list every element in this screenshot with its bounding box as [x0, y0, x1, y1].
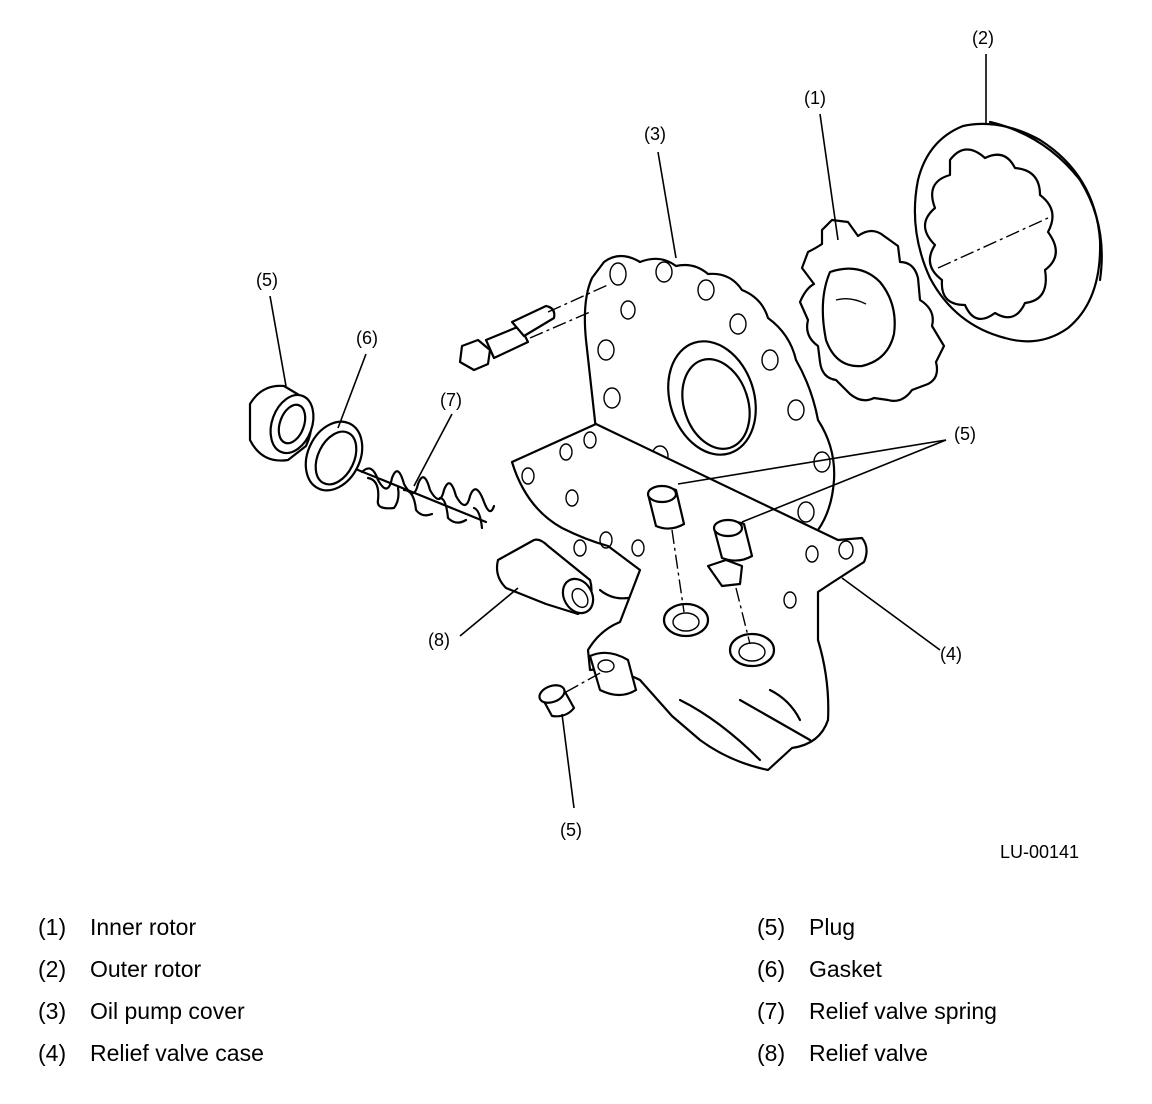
callout-2: (2) [972, 28, 994, 48]
legend-item: (3) Oil pump cover [38, 990, 638, 1032]
legend-item: (5) Plug [757, 906, 1137, 948]
legend-left: (1) Inner rotor (2) Outer rotor (3) Oil … [38, 906, 638, 1074]
legend-item: (6) Gasket [757, 948, 1137, 990]
gasket [304, 420, 364, 492]
legend-number: (5) [757, 914, 786, 940]
callout-5-top-left: (5) [256, 270, 278, 290]
legend-label: Gasket [809, 956, 882, 982]
legend-number: (8) [757, 1040, 786, 1066]
callout-1: (1) [804, 88, 826, 108]
legend-label: Relief valve spring [809, 998, 997, 1024]
relief-valve [495, 538, 595, 616]
plug-top-left [248, 384, 315, 462]
callout-5-right: (5) [954, 424, 976, 444]
legend-number: (2) [38, 956, 67, 982]
relief-valve-case [510, 422, 868, 772]
legend-item: (1) Inner rotor [38, 906, 638, 948]
legend-number: (7) [757, 998, 786, 1024]
callout-3: (3) [644, 124, 666, 144]
plug-bottom [538, 671, 603, 718]
legend-label: Outer rotor [90, 956, 202, 982]
relief-valve-spring [356, 467, 496, 530]
exploded-view-diagram: (2) (1) (3) (5) (6) (7) (5) (8) (4) (5) … [248, 28, 1103, 862]
legend-item: (8) Relief valve [757, 1032, 1137, 1074]
legend-item: (7) Relief valve spring [757, 990, 1137, 1032]
legend-number: (6) [757, 956, 786, 982]
legend-label: Plug [809, 914, 856, 940]
callout-7: (7) [440, 390, 462, 410]
legend-right: (5) Plug (6) Gasket (7) Relief valve spr… [757, 906, 1137, 1074]
outer-rotor [913, 120, 1103, 343]
oil-pump-cover [583, 254, 836, 543]
figure-code: LU-00141 [1000, 842, 1079, 862]
callout-6: (6) [356, 328, 378, 348]
legend-item: (2) Outer rotor [38, 948, 638, 990]
legend-number: (1) [38, 914, 67, 940]
legend-number: (3) [38, 998, 67, 1024]
plug-upper-left [646, 484, 686, 613]
callout-5-bottom: (5) [560, 820, 582, 840]
inner-rotor [798, 218, 946, 402]
legend-label: Inner rotor [90, 914, 197, 940]
callout-4: (4) [940, 644, 962, 664]
legend-label: Oil pump cover [90, 998, 245, 1024]
plug-upper-right [706, 518, 754, 645]
legend-label: Relief valve [809, 1040, 928, 1066]
leader-lines [269, 54, 987, 809]
callout-8: (8) [428, 630, 450, 650]
legend-number: (4) [38, 1040, 67, 1066]
legend-item: (4) Relief valve case [38, 1032, 638, 1074]
bolt [458, 283, 611, 372]
legend-label: Relief valve case [90, 1040, 264, 1066]
